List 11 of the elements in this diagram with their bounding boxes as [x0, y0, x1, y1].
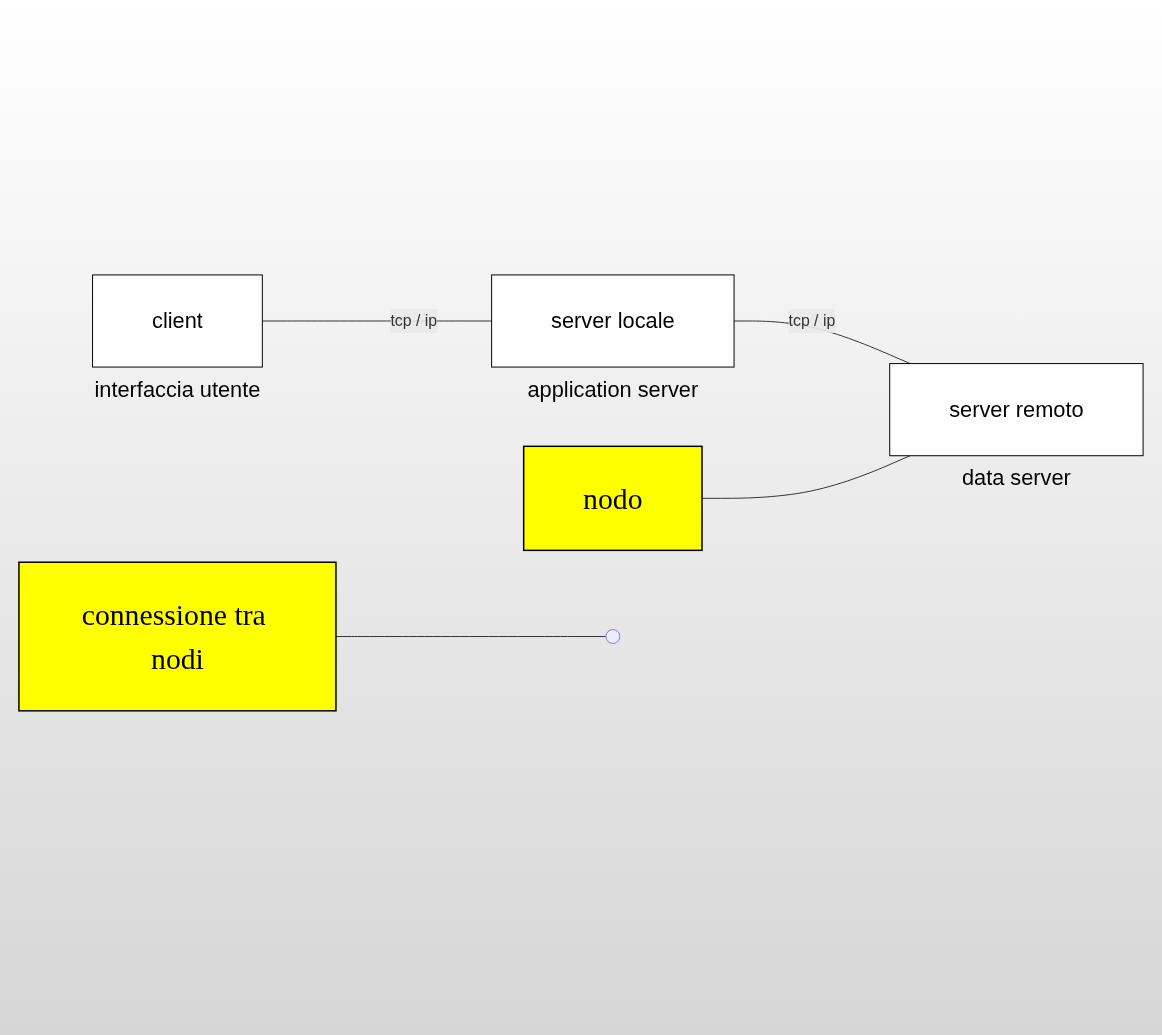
- node-label: server remoto: [949, 397, 1084, 422]
- node-caption: application server: [527, 376, 699, 402]
- edge-label: tcp / ip: [390, 311, 438, 329]
- node-caption: data server: [961, 465, 1071, 491]
- node-label: server locale: [551, 308, 675, 334]
- node-label: nodo: [583, 481, 643, 515]
- connector: [335, 635, 607, 637]
- node-label: connessione tra nodi: [81, 597, 266, 676]
- node-label: client: [152, 308, 203, 334]
- edge-label: tcp / ip: [788, 311, 836, 329]
- node-caption: interfaccia utente: [94, 376, 261, 402]
